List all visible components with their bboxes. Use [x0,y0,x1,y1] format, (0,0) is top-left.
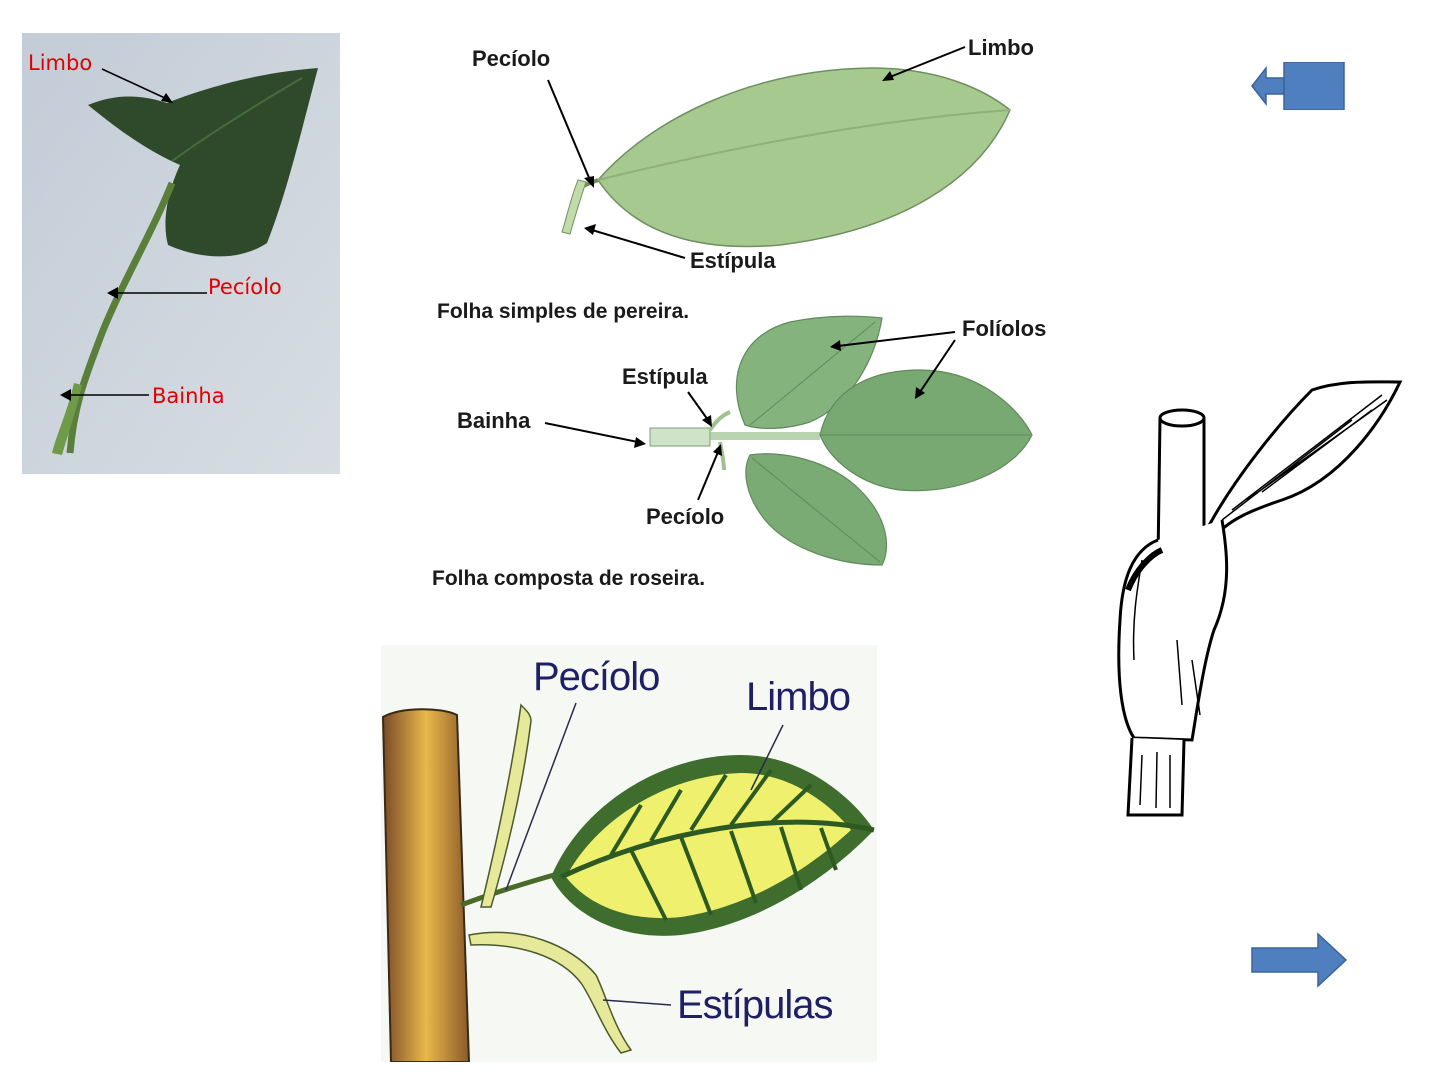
label-color-peciolo: Pecíolo [533,655,659,700]
caption-compound-leaf: Folha composta de roseira. [432,567,705,591]
label-simple-peciolo: Pecíolo [472,46,550,72]
label-bainha: Bainha [152,384,225,408]
label-simple-estipula: Estípula [690,248,776,274]
label-limbo: Limbo [28,51,92,75]
forward-arrow-button[interactable] [1250,932,1348,988]
label-compound-bainha: Bainha [457,408,530,434]
back-arrow-button[interactable] [1250,62,1346,110]
arrow-left-icon [1250,62,1346,110]
arrow-right-icon [1250,932,1348,988]
caption-simple-leaf: Folha simples de pereira. [437,300,689,324]
label-compound-peciolo: Pecíolo [646,504,724,530]
sheath-drawing [1082,360,1407,825]
label-color-estipulas: Estípulas [677,983,833,1028]
label-compound-foliolos: Folíolos [962,316,1046,342]
stipules-color-diagram: Pecíolo Limbo Estípulas [381,645,877,1062]
sheath-line-drawing [1082,360,1407,825]
leaf-types-diagram: Pecíolo Limbo Estípula Folha simples de … [420,30,1070,610]
label-compound-estipula: Estípula [622,364,708,390]
label-simple-limbo: Limbo [968,35,1034,61]
label-color-limbo: Limbo [746,675,850,720]
label-peciolo: Pecíolo [208,275,282,299]
leaf-photo-panel: Limbo Pecíolo Bainha [22,33,340,474]
